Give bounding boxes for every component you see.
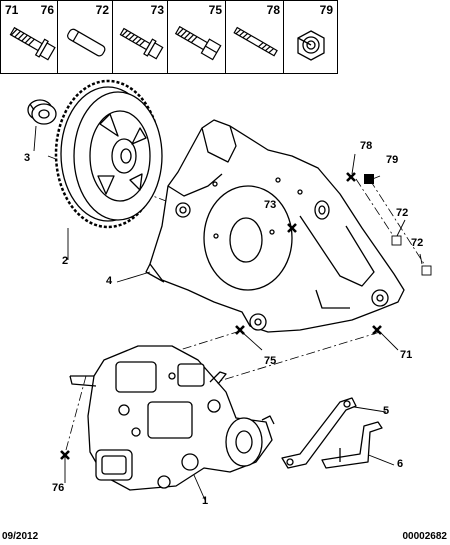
callout-78: 78 — [360, 140, 373, 152]
legend-number: 71 — [5, 3, 19, 17]
legend-number: 73 — [150, 3, 164, 17]
marker-79 — [364, 174, 374, 184]
callout-3: 3 — [24, 152, 31, 164]
bolt-flange-icon — [119, 27, 164, 60]
pump-support-plate — [321, 421, 383, 469]
exploded-diagram — [27, 79, 432, 501]
fastener-markers — [60, 172, 382, 460]
legend-cell-73: 73 — [112, 0, 169, 74]
callout-76: 76 — [52, 482, 65, 494]
callout-72a: 72 — [396, 207, 409, 219]
stud-icon — [233, 26, 278, 57]
pump-stay-bracket — [281, 397, 357, 469]
callout-1: 1 — [202, 495, 209, 507]
legend-cell-72: 72 — [57, 0, 114, 74]
marker-78 — [346, 172, 356, 182]
callout-79: 79 — [386, 154, 399, 166]
callout-73: 73 — [264, 199, 277, 211]
legend-cell-71-76: 71 76 — [0, 0, 59, 74]
pump-mounting-bracket — [145, 119, 405, 333]
marker-76 — [60, 450, 70, 460]
callout-5: 5 — [383, 405, 390, 417]
legend-cell-78: 78 — [225, 0, 285, 74]
hex-nut-icon — [297, 30, 325, 61]
bolt-flange-icon — [9, 26, 56, 61]
callout-2: 2 — [62, 255, 69, 267]
callout-75: 75 — [264, 355, 277, 367]
pump-sprocket — [54, 79, 163, 229]
callout-72b: 72 — [411, 237, 424, 249]
sprocket-nut — [27, 99, 57, 125]
footer-date: 09/2012 — [2, 531, 39, 542]
legend-number: 79 — [319, 3, 333, 17]
parts-legend: 71 76 72 73 — [0, 0, 450, 76]
legend-cell-75: 75 — [167, 0, 227, 74]
legend-number: 72 — [95, 3, 109, 17]
callout-6: 6 — [397, 458, 404, 470]
callout-4: 4 — [106, 275, 113, 287]
marker-73 — [287, 223, 297, 233]
legend-number: 78 — [266, 3, 280, 17]
callout-71: 71 — [400, 349, 413, 361]
dowel-pin-icon — [67, 28, 106, 57]
marker-75 — [235, 325, 245, 335]
high-pressure-fuel-pump — [69, 345, 275, 491]
footer-reference: 00002682 — [402, 531, 448, 542]
marker-71 — [372, 325, 382, 335]
legend-number: 76 — [40, 3, 54, 17]
legend-cell-79: 79 — [283, 0, 338, 74]
legend-number: 75 — [208, 3, 222, 17]
bolt-hex-icon — [174, 25, 222, 61]
dowel-markers — [391, 235, 432, 276]
